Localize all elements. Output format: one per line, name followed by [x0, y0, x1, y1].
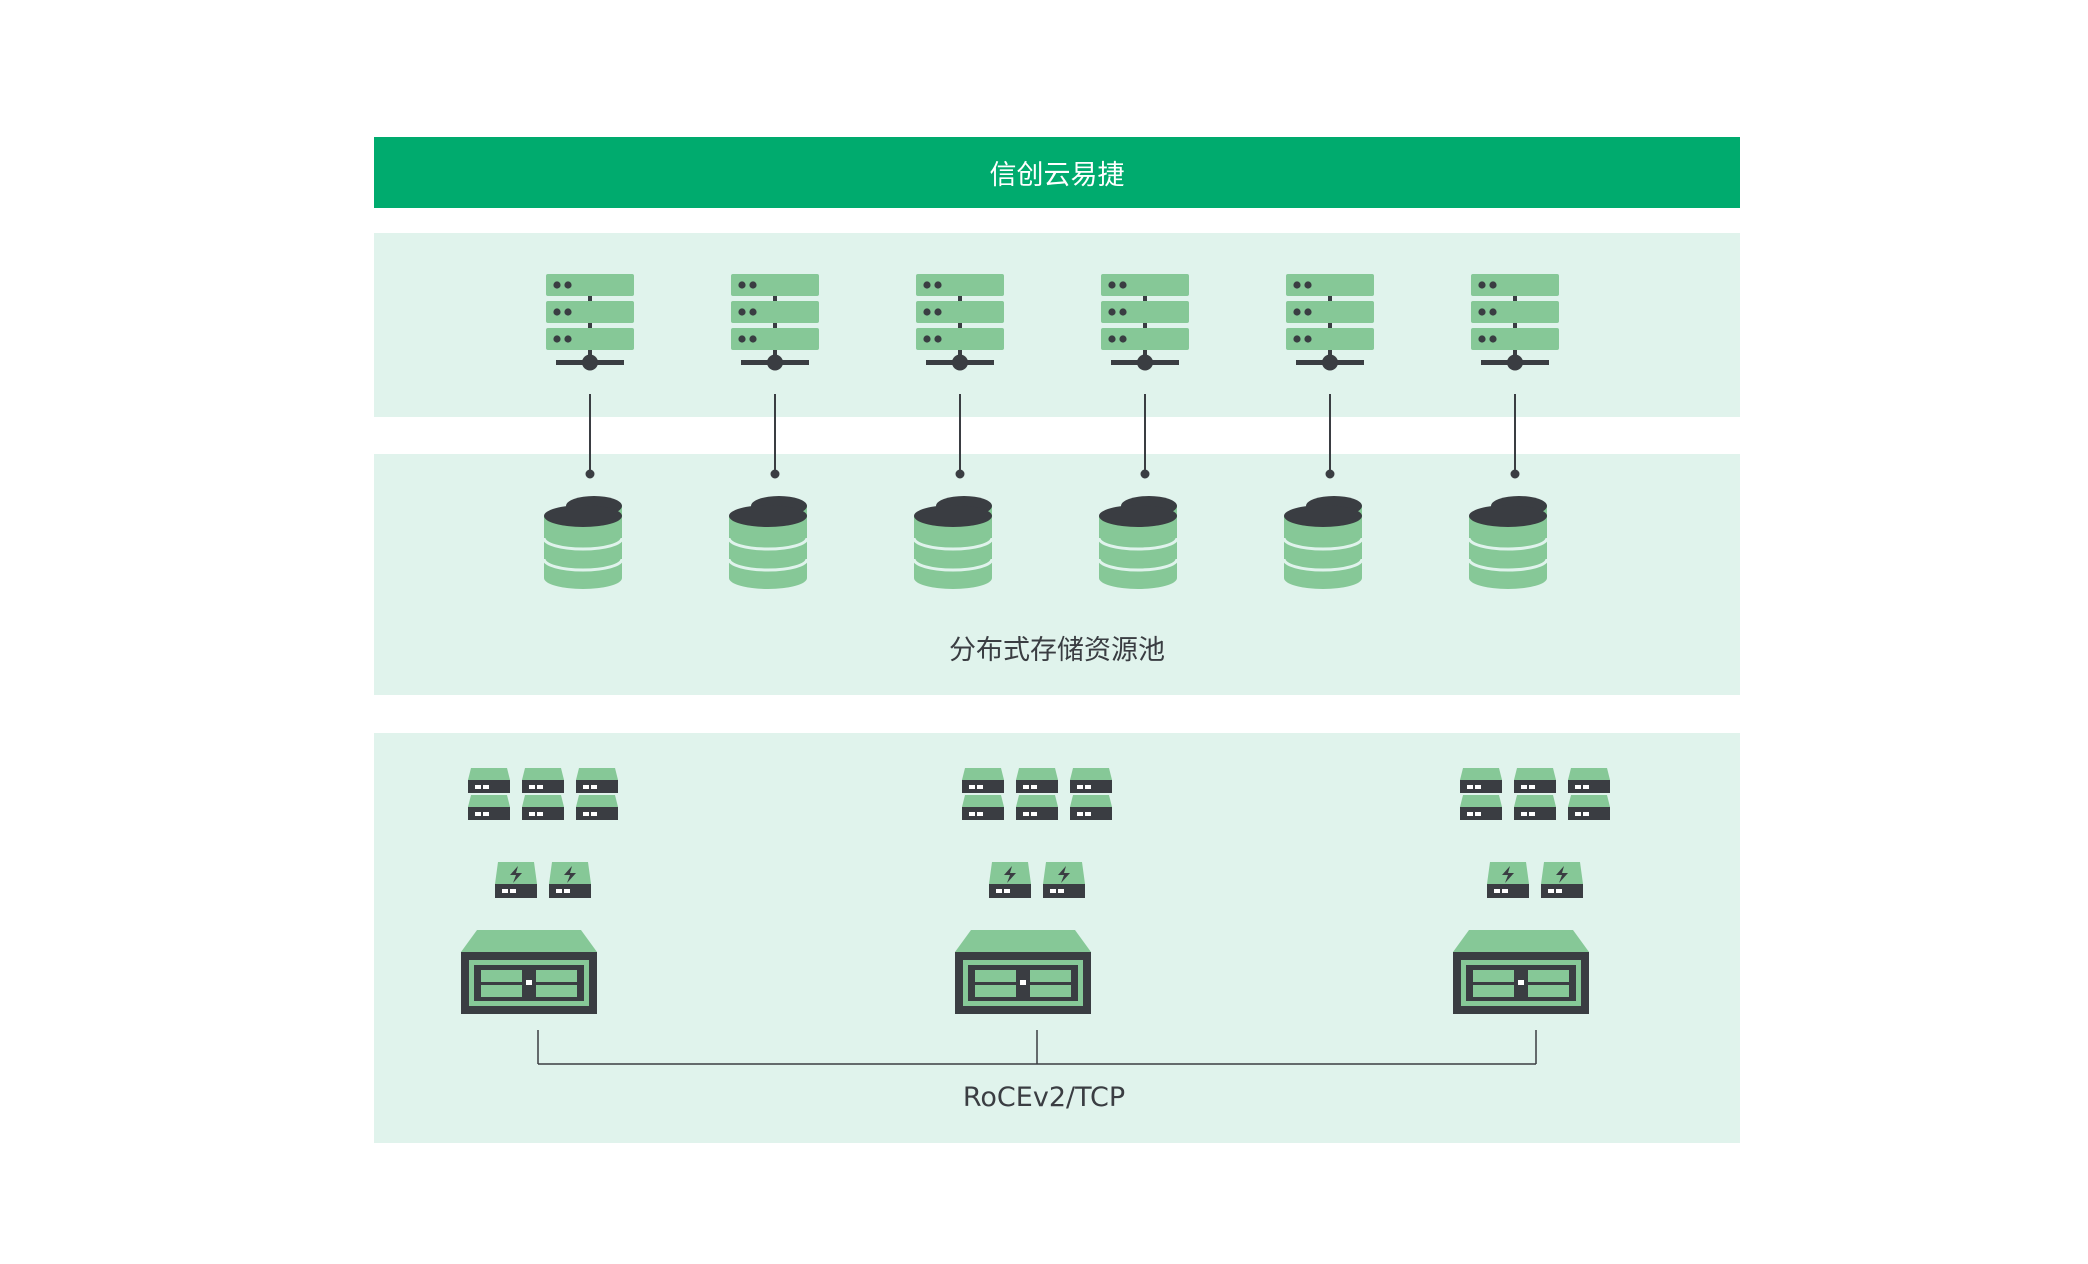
storage-node-icon: [1453, 930, 1589, 1014]
disk-drive-icon: [962, 795, 1004, 820]
ssd-flash-icon: [549, 862, 591, 898]
disk-drive-icon: [962, 768, 1004, 793]
disk-drive-icon: [1070, 795, 1112, 820]
product-title-bar: 信创云易捷: [374, 137, 1740, 208]
ssd-flash-icon: [1487, 862, 1529, 898]
disk-drive-icon: [1016, 768, 1058, 793]
database-icon: [542, 494, 624, 591]
ssd-flash-icon: [495, 862, 537, 898]
compute-layer: [374, 233, 1740, 417]
server-rack-icon: [1471, 274, 1559, 371]
disk-drive-icon: [468, 795, 510, 820]
server-rack-icon: [546, 274, 634, 371]
storage-node: [461, 768, 618, 1014]
disk-drive-icon: [576, 768, 618, 793]
network-protocol-label: RoCEv2/TCP: [962, 1082, 1126, 1113]
storage-node-icon: [955, 930, 1091, 1014]
server-rack-icon: [916, 274, 1004, 371]
disk-drive-icon: [1460, 768, 1502, 793]
server-row: [546, 274, 1559, 371]
ssd-flash-icon: [1541, 862, 1583, 898]
server-connectors: [585, 394, 1520, 479]
disk-drive-icon: [1568, 795, 1610, 820]
database-icon: [1282, 494, 1364, 591]
disk-drive-icon: [1514, 795, 1556, 820]
storage-node: [1453, 768, 1610, 1014]
storage-node-icon: [461, 930, 597, 1014]
storage-row: [542, 494, 1549, 591]
disk-drive-icon: [1016, 795, 1058, 820]
network-bus: [537, 1030, 1537, 1065]
ssd-flash-icon: [989, 862, 1031, 898]
server-rack-icon: [1101, 274, 1189, 371]
disk-drive-icon: [576, 795, 618, 820]
disk-drive-icon: [522, 795, 564, 820]
server-rack-icon: [1286, 274, 1374, 371]
storage-node: [955, 768, 1112, 1014]
disk-drive-icon: [1568, 768, 1610, 793]
database-icon: [1467, 494, 1549, 591]
ssd-flash-icon: [1043, 862, 1085, 898]
product-title: 信创云易捷: [989, 160, 1125, 191]
disk-drive-icon: [522, 768, 564, 793]
storage-pool-label: 分布式存储资源池: [949, 635, 1165, 666]
database-icon: [727, 494, 809, 591]
disk-drive-icon: [1460, 795, 1502, 820]
disk-drive-icon: [468, 768, 510, 793]
disk-drive-icon: [1070, 768, 1112, 793]
disk-drive-icon: [1514, 768, 1556, 793]
server-rack-icon: [731, 274, 819, 371]
database-icon: [1097, 494, 1179, 591]
database-icon: [912, 494, 994, 591]
